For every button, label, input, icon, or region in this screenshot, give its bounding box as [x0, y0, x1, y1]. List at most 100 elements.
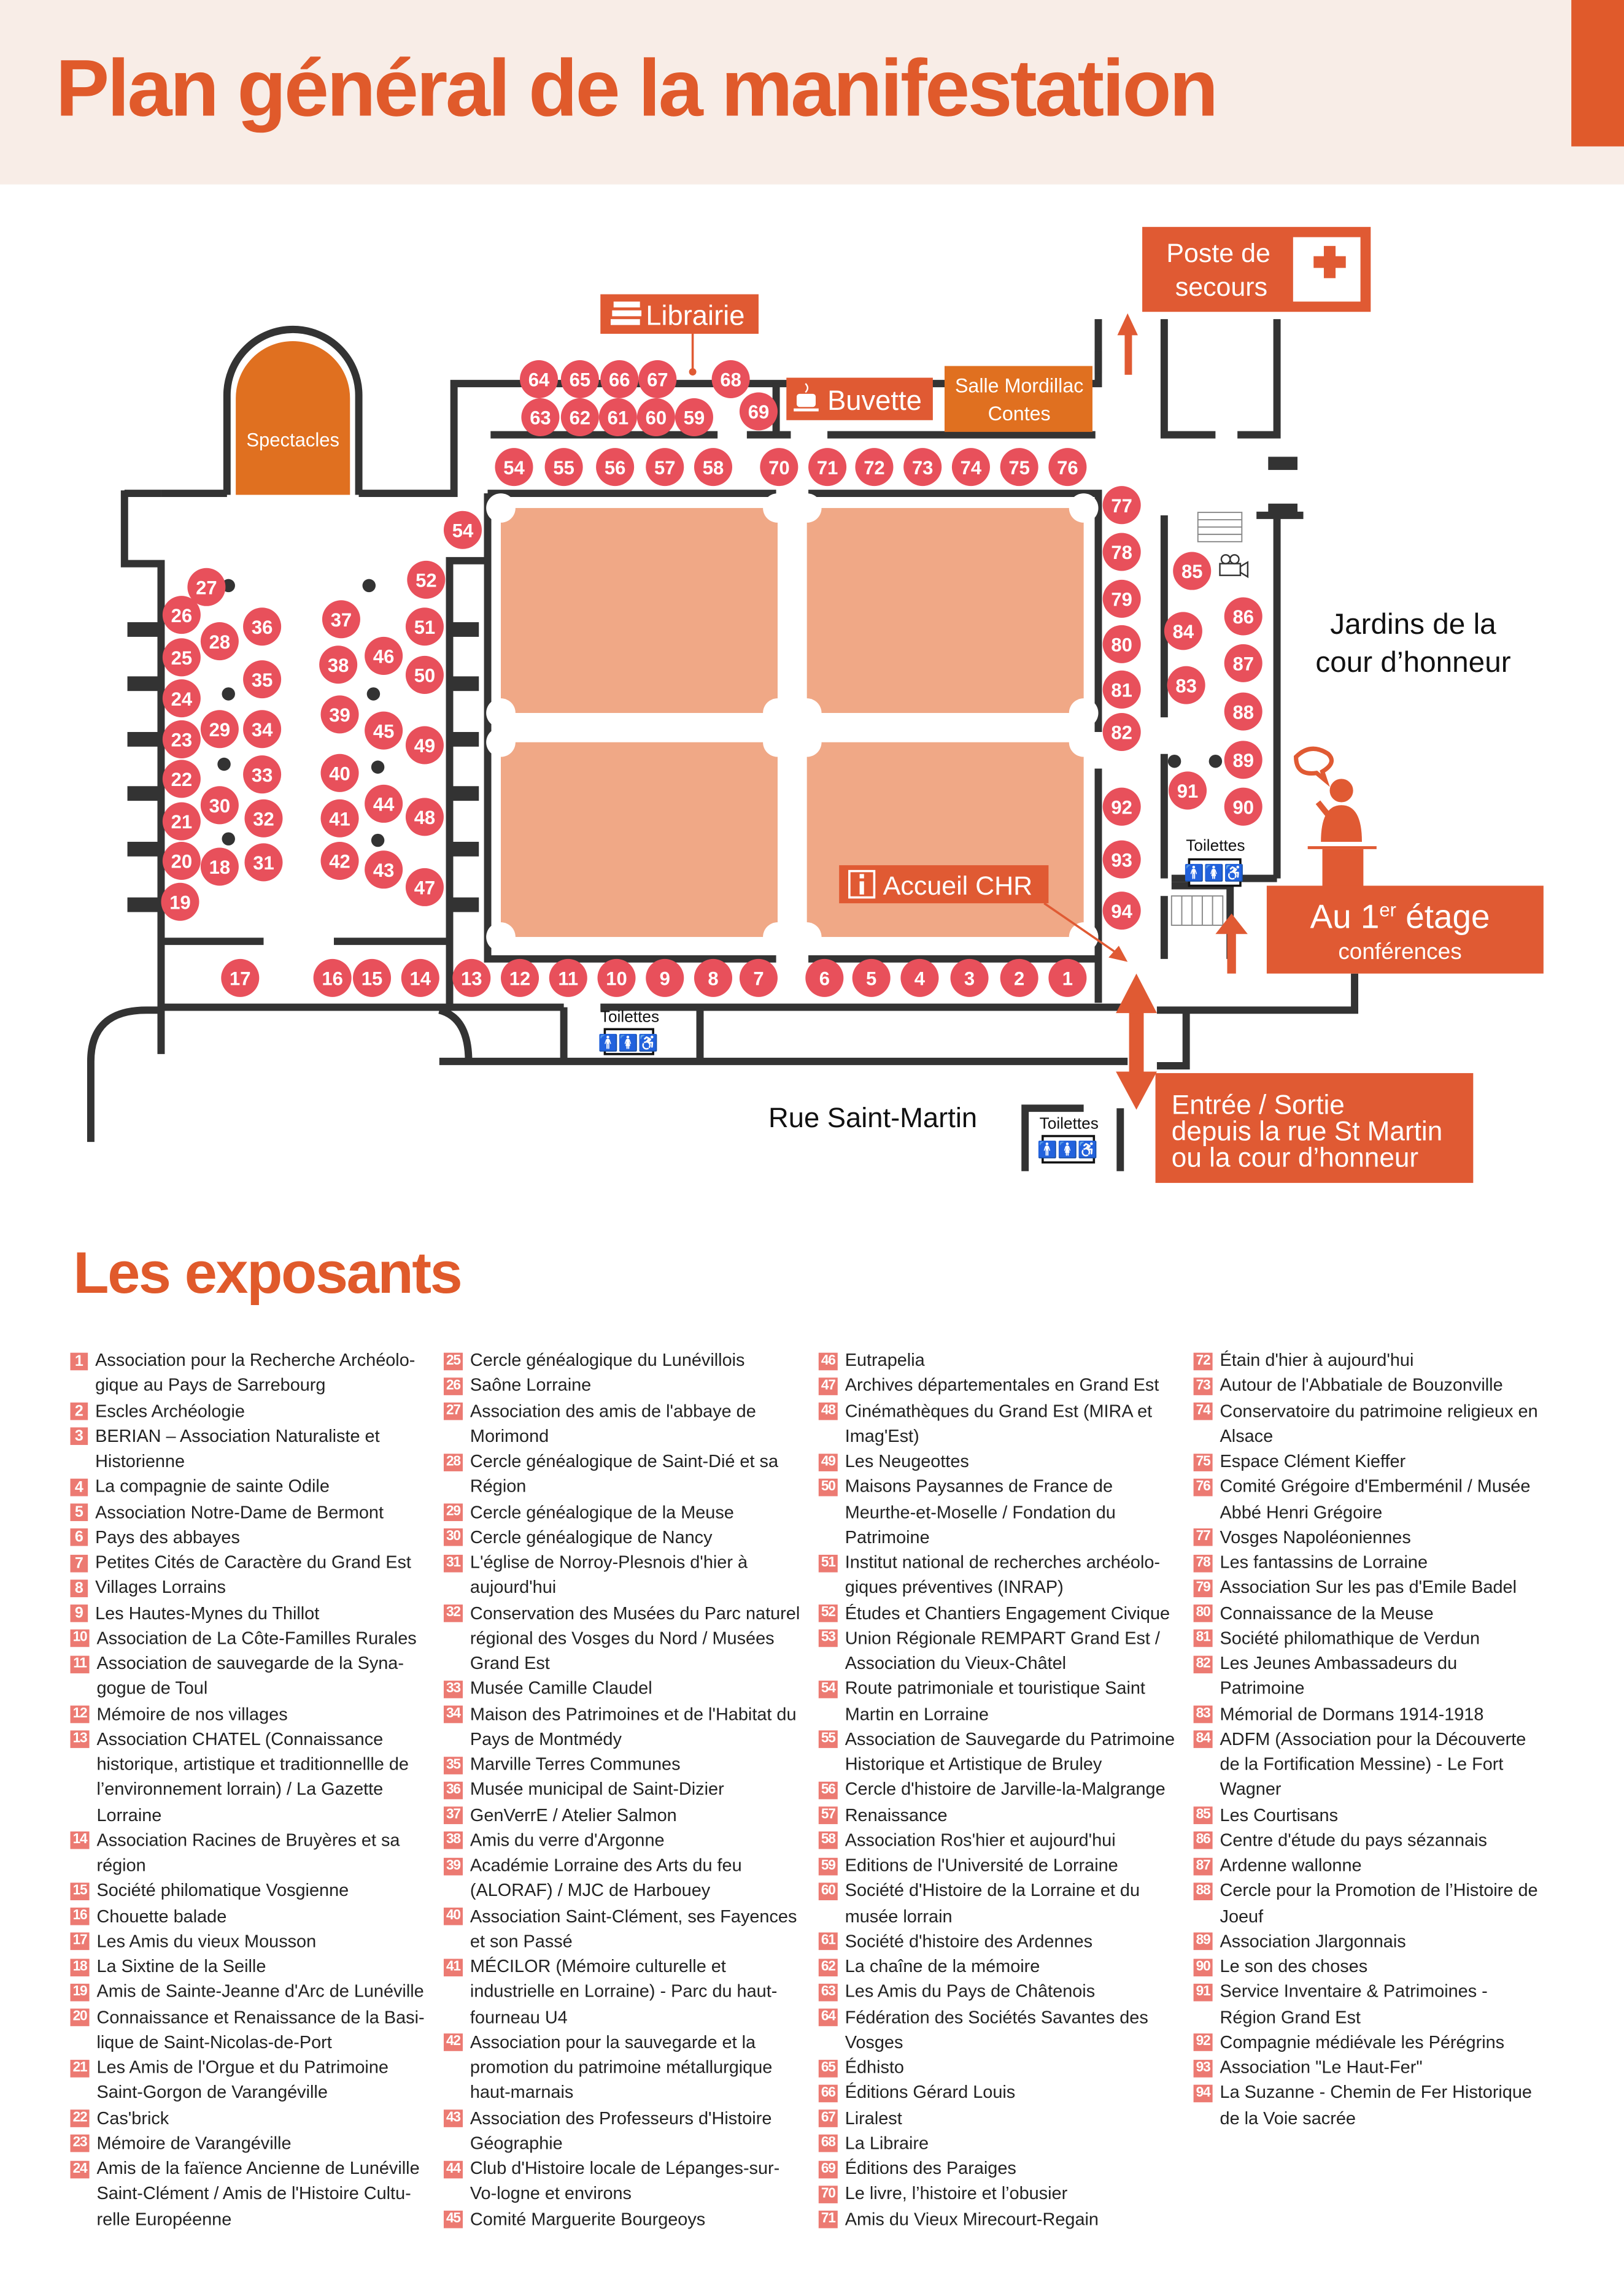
toilettes-street[interactable]: Toilettes 🚹🚺♿: [1037, 1114, 1099, 1164]
stand-marker[interactable]: 67: [638, 360, 677, 398]
stand-marker[interactable]: 66: [600, 360, 639, 398]
stand-marker[interactable]: 54: [495, 448, 533, 487]
stand-marker[interactable]: 40: [320, 753, 359, 792]
stand-marker[interactable]: 71: [808, 448, 847, 487]
stand-marker[interactable]: 33: [243, 755, 282, 794]
toilettes-annex[interactable]: Toilettes 🚹🚺♿: [1184, 836, 1245, 887]
stand-marker[interactable]: 2: [1000, 958, 1038, 997]
stand-marker[interactable]: 29: [200, 710, 239, 749]
stand-marker[interactable]: 82: [1102, 712, 1141, 752]
conferences-first-floor[interactable]: Au 1er étage conférences: [1266, 885, 1544, 974]
stand-marker[interactable]: 42: [320, 841, 359, 880]
stand-marker[interactable]: 84: [1164, 612, 1202, 650]
stand-marker[interactable]: 65: [560, 360, 599, 398]
stand-marker[interactable]: 68: [711, 360, 750, 398]
stand-marker[interactable]: 5: [852, 958, 891, 997]
stand-marker[interactable]: 76: [1048, 448, 1087, 487]
stand-marker[interactable]: 93: [1102, 840, 1141, 879]
stand-marker[interactable]: 9: [646, 958, 684, 997]
stand-marker[interactable]: 23: [162, 720, 201, 758]
stand-marker[interactable]: 75: [1000, 448, 1038, 487]
stand-marker[interactable]: 32: [244, 799, 283, 838]
stand-marker[interactable]: 64: [520, 360, 559, 398]
stand-marker[interactable]: 57: [646, 448, 684, 487]
poste-de-secours[interactable]: Poste de secours: [1142, 226, 1371, 312]
stand-marker[interactable]: 69: [739, 392, 778, 431]
salle-mordillac-room[interactable]: Salle Mordillac Contes: [944, 366, 1092, 432]
stand-marker[interactable]: 36: [243, 607, 282, 646]
stand-marker[interactable]: 39: [320, 695, 359, 734]
stand-marker[interactable]: 30: [200, 786, 239, 825]
stand-marker[interactable]: 3: [950, 958, 989, 997]
stand-marker[interactable]: 17: [221, 958, 260, 997]
stand-marker[interactable]: 56: [596, 448, 635, 487]
stand-marker[interactable]: 90: [1224, 787, 1262, 826]
stand-marker[interactable]: 94: [1102, 892, 1141, 930]
stand-marker[interactable]: 59: [675, 398, 713, 437]
stand-marker[interactable]: 8: [694, 958, 732, 997]
stand-marker[interactable]: 7: [739, 958, 778, 997]
stand-marker[interactable]: 88: [1224, 692, 1262, 731]
stand-marker[interactable]: 34: [243, 710, 282, 749]
stand-marker[interactable]: 60: [636, 398, 675, 437]
stand-marker[interactable]: 48: [405, 798, 444, 836]
stand-marker[interactable]: 18: [200, 847, 239, 886]
stand-marker[interactable]: 81: [1102, 670, 1141, 709]
stand-marker[interactable]: 61: [598, 398, 637, 437]
stand-marker[interactable]: 92: [1102, 787, 1141, 826]
stand-marker[interactable]: 28: [200, 622, 239, 661]
stand-marker[interactable]: 63: [521, 398, 560, 437]
stand-marker[interactable]: 70: [760, 448, 798, 487]
librairie-label[interactable]: Librairie: [600, 294, 759, 376]
stand-marker[interactable]: 78: [1102, 533, 1141, 571]
stand-marker[interactable]: 62: [560, 398, 599, 437]
toilettes-bottom[interactable]: Toilettes 🚹🚺♿: [598, 1007, 660, 1055]
stand-marker[interactable]: 24: [162, 679, 201, 718]
entree-sortie-label[interactable]: Entrée / Sortie depuis la rue St Martin …: [1155, 1073, 1474, 1183]
stand-marker[interactable]: 58: [694, 448, 732, 487]
stand-marker[interactable]: 77: [1102, 486, 1141, 525]
stand-marker[interactable]: 26: [162, 596, 201, 634]
stand-marker[interactable]: 1: [1048, 958, 1087, 997]
stand-marker[interactable]: 31: [244, 843, 283, 882]
stand-marker[interactable]: 27: [187, 568, 226, 606]
stand-marker[interactable]: 89: [1224, 741, 1262, 779]
stand-marker[interactable]: 54: [443, 510, 482, 549]
stand-marker[interactable]: 11: [549, 958, 587, 997]
stand-marker[interactable]: 20: [162, 841, 201, 880]
stand-marker[interactable]: 83: [1167, 666, 1205, 704]
stand-marker[interactable]: 50: [405, 655, 444, 694]
stand-marker[interactable]: 52: [407, 560, 446, 599]
stand-marker[interactable]: 72: [855, 448, 894, 487]
stand-marker[interactable]: 55: [544, 448, 583, 487]
stand-marker[interactable]: 87: [1224, 644, 1262, 682]
stand-marker[interactable]: 37: [322, 600, 360, 639]
stand-marker[interactable]: 49: [405, 726, 444, 765]
stand-marker[interactable]: 35: [243, 660, 282, 699]
stand-marker[interactable]: 74: [951, 448, 990, 487]
stand-marker[interactable]: 21: [162, 802, 201, 841]
stand-marker[interactable]: 79: [1102, 579, 1141, 618]
stand-marker[interactable]: 16: [313, 958, 352, 997]
stand-marker[interactable]: 22: [162, 760, 201, 798]
stand-marker[interactable]: 10: [597, 958, 636, 997]
stand-marker[interactable]: 91: [1169, 771, 1207, 810]
stand-marker[interactable]: 4: [900, 958, 939, 997]
stand-marker[interactable]: 44: [365, 784, 403, 823]
accueil-chr-label[interactable]: Accueil CHR: [839, 865, 1128, 962]
stand-marker[interactable]: 14: [401, 958, 439, 997]
stand-marker[interactable]: 46: [365, 636, 403, 675]
stand-marker[interactable]: 51: [405, 607, 444, 646]
stand-marker[interactable]: 45: [365, 711, 403, 750]
stand-marker[interactable]: 80: [1102, 625, 1141, 663]
stand-marker[interactable]: 85: [1173, 552, 1212, 590]
stand-marker[interactable]: 47: [405, 868, 444, 906]
buvette-label[interactable]: Buvette: [786, 377, 933, 420]
stand-marker[interactable]: 73: [903, 448, 942, 487]
stand-marker[interactable]: 38: [319, 645, 358, 684]
stand-marker[interactable]: 25: [162, 638, 201, 677]
stand-marker[interactable]: 13: [452, 958, 491, 997]
stand-marker[interactable]: 86: [1224, 597, 1262, 636]
stand-marker[interactable]: 41: [320, 799, 359, 838]
stand-marker[interactable]: 19: [161, 882, 199, 921]
